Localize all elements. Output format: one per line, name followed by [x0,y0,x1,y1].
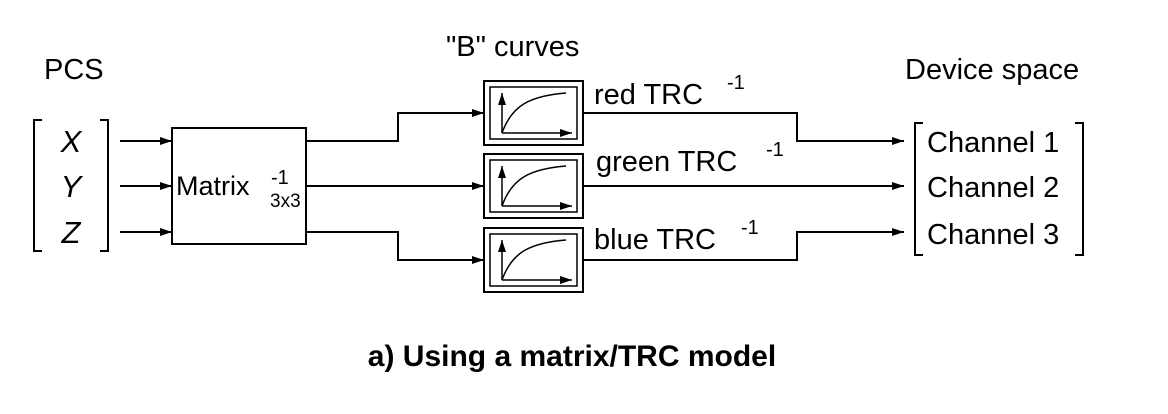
red-trc-label: red TRC [594,79,703,111]
pcs-right-bracket [100,119,109,252]
green-trc-superscript: -1 [766,139,784,161]
matrix-label: Matrix [176,171,250,201]
pcs-label: PCS [44,54,104,86]
channel-2-label: Channel 2 [927,172,1059,204]
matrix-subscript: 3x3 [270,191,301,212]
green-curve-icon [501,165,567,207]
matrix-box [171,127,307,245]
pcs-z: Z [61,215,82,250]
device-right-bracket [1075,122,1084,256]
green-curve-box [483,153,584,219]
arrow-matrix-to-red-curve [306,109,484,142]
red-trc-superscript: -1 [727,72,745,94]
arrow-red-to-channel-1 [583,112,904,145]
b-curves-label: "B" curves [446,31,579,63]
blue-curve-box [483,227,584,293]
green-trc-label: green TRC [596,146,737,178]
blue-trc-label: blue TRC [594,224,716,256]
blue-curve-icon [501,239,567,281]
blue-trc-superscript: -1 [741,217,759,239]
channel-1-label: Channel 1 [927,127,1059,159]
device-space-label: Device space [905,54,1079,86]
pcs-x: X [60,124,83,159]
diagram-caption: a) Using a matrix/TRC model [368,340,776,373]
arrow-matrix-to-blue-curve [306,231,484,264]
pcs-y: Y [61,169,84,204]
pcs-left-bracket [33,119,42,252]
red-curve-icon [501,92,567,134]
channel-3-label: Channel 3 [927,219,1059,251]
arrow-blue-to-channel-3 [583,228,904,261]
device-left-bracket [914,122,923,256]
matrix-superscript: -1 [271,167,289,189]
red-curve-box [483,80,584,146]
